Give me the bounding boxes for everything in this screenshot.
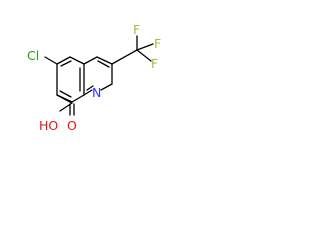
atom-nitrogen: N [92, 85, 101, 100]
bond-c8-c8a [56, 56, 71, 65]
atom-fluorine-bottom: F [151, 56, 158, 71]
bond-c4-c3-inner [97, 60, 110, 68]
bond-n1-c8a-inner [86, 85, 94, 91]
molecule-diagram: Cl N F F F HO O [27, 22, 161, 133]
bonds [44, 35, 154, 116]
atom-chlorine: Cl [27, 48, 39, 63]
bond-c3-cf3 [111, 49, 138, 65]
atom-fluorine-top: F [133, 22, 140, 37]
atom-labels: Cl N F F F HO O [27, 22, 161, 133]
bond-c5-c6 [71, 94, 85, 103]
bond-c8-cooh [56, 94, 73, 104]
bond-c4a-c4 [83, 56, 98, 65]
atom-hydroxyl: HO [39, 118, 58, 133]
bond-c4-c3 [96, 56, 113, 65]
bond-c8a-c4a [69, 56, 85, 65]
bond-cf3-f-bottom [136, 49, 152, 62]
bond-c6-c7-inner [59, 90, 72, 98]
bond-c7-cl [44, 56, 58, 65]
bond-cf3-f-right [136, 43, 154, 51]
bond-n1-c8a [83, 89, 93, 96]
bond-c2-n1 [100, 83, 113, 91]
atom-fluorine-right: F [154, 36, 161, 51]
bond-c8-c8a-inner [60, 60, 72, 67]
atom-oxygen-carbonyl: O [67, 118, 77, 133]
